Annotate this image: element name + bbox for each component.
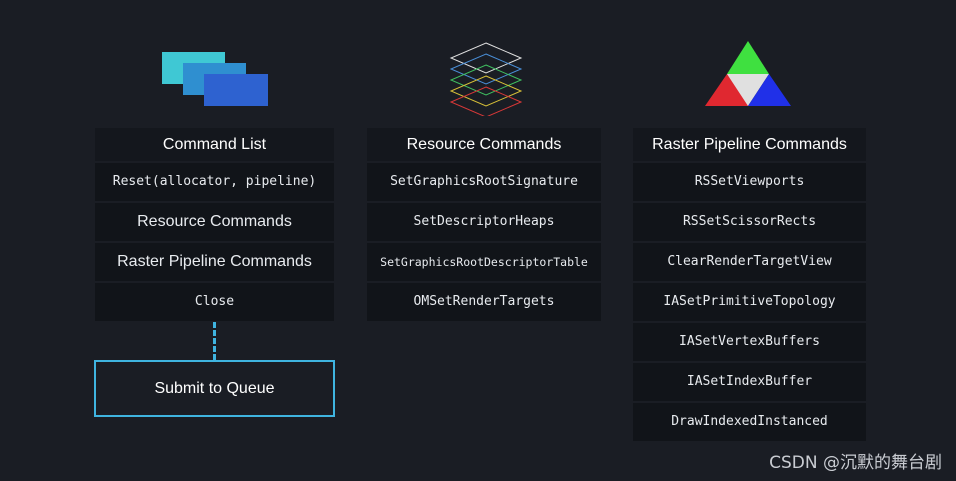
- raster-command-item: DrawIndexedInstanced: [633, 403, 866, 441]
- command-list-column: Command List Reset(allocator, pipeline) …: [95, 128, 334, 321]
- command-list-stack-icon: [162, 52, 268, 106]
- watermark: CSDN @沉默的舞台剧: [769, 453, 942, 473]
- raster-command-item: IASetPrimitiveTopology: [633, 283, 866, 321]
- resource-commands-column: Resource Commands SetGraphicsRootSignatu…: [367, 128, 601, 321]
- raster-command-item: IASetIndexBuffer: [633, 363, 866, 401]
- raster-commands-column: Raster Pipeline Commands RSSetViewports …: [633, 128, 866, 441]
- raster-command-item: IASetVertexBuffers: [633, 323, 866, 361]
- raster-command-item: ClearRenderTargetView: [633, 243, 866, 281]
- resource-command-item: SetDescriptorHeaps: [367, 203, 601, 241]
- raster-command-item: RSSetScissorRects: [633, 203, 866, 241]
- dashed-connector: [213, 322, 216, 360]
- raster-commands-header: Raster Pipeline Commands: [633, 128, 866, 161]
- command-list-header: Command List: [95, 128, 334, 161]
- resource-layers-icon: [449, 42, 523, 116]
- command-list-item-resource-commands: Resource Commands: [95, 203, 334, 241]
- command-list-item-close: Close: [95, 283, 334, 321]
- command-list-item-raster-commands: Raster Pipeline Commands: [95, 243, 334, 281]
- resource-commands-header: Resource Commands: [367, 128, 601, 161]
- resource-command-item: OMSetRenderTargets: [367, 283, 601, 321]
- resource-command-item: SetGraphicsRootSignature: [367, 163, 601, 201]
- raster-command-item: RSSetViewports: [633, 163, 866, 201]
- command-list-item-reset: Reset(allocator, pipeline): [95, 163, 334, 201]
- submit-to-queue-box: Submit to Queue: [94, 360, 335, 417]
- raster-triangle-icon: [705, 41, 791, 106]
- resource-command-item: SetGraphicsRootDescriptorTable: [367, 243, 601, 281]
